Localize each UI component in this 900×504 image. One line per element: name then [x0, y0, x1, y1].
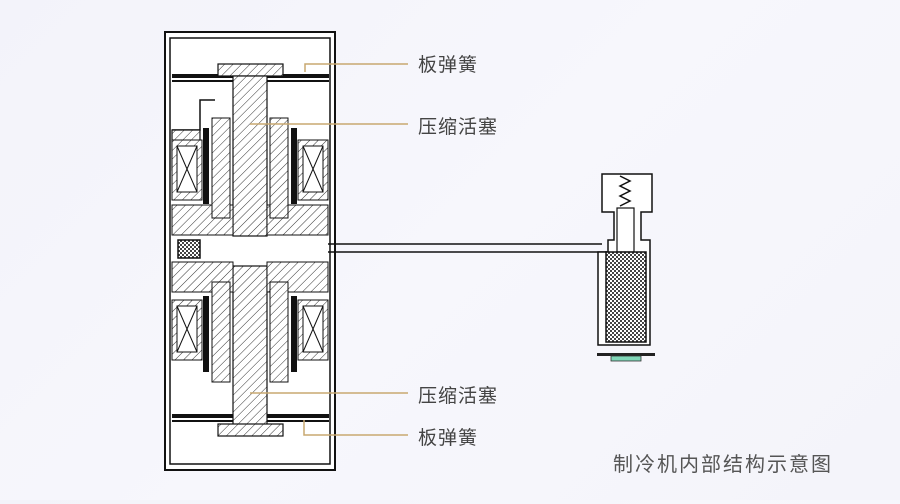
label-bottom-plate-spring: 板弹簧 [418, 427, 479, 449]
left-stator [171, 99, 234, 361]
expander [597, 173, 655, 362]
valve [177, 239, 201, 259]
right-stator [266, 139, 329, 361]
label-top-piston: 压缩活塞 [418, 116, 499, 138]
spring-icon [618, 175, 632, 207]
regenerator-base [610, 355, 642, 362]
label-bottom-piston: 压缩活塞 [418, 385, 499, 407]
leader-lines [250, 63, 408, 436]
label-top-plate-spring: 板弹簧 [418, 54, 479, 76]
diagram-caption: 制冷机内部结构示意图 [613, 452, 833, 476]
transfer-tube [328, 243, 608, 253]
bottom-piston [217, 265, 284, 437]
regenerator [605, 251, 647, 343]
leader-top-spring [304, 63, 408, 72]
magnets [203, 117, 297, 383]
leader-bottom-spring [303, 420, 408, 436]
top-piston [217, 63, 284, 237]
